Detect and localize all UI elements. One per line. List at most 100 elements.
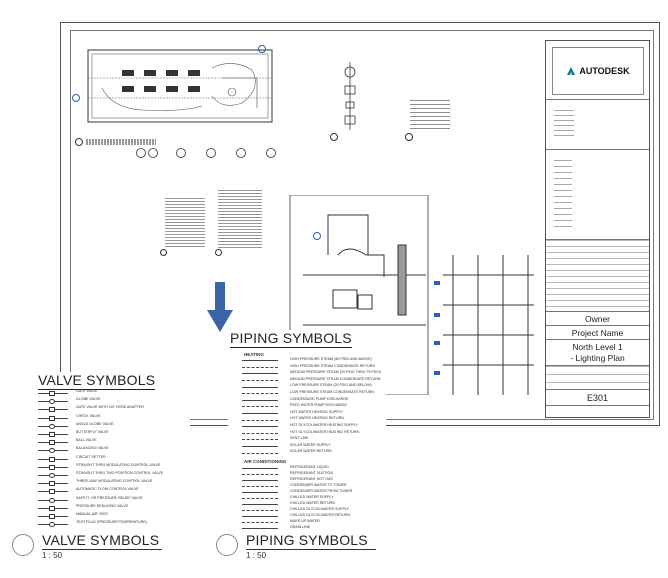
lighting-floor-plan[interactable] bbox=[82, 48, 278, 130]
symbol-line bbox=[242, 413, 278, 415]
valve-symbol-icon bbox=[49, 432, 55, 438]
list-item-label: HOT GLYCOL/WATER HEATING SUPPLY bbox=[290, 423, 359, 427]
symbol-line bbox=[242, 522, 278, 523]
list-item-label: REFRIGERANT LIQUID bbox=[290, 465, 329, 469]
valve-symbol-icon bbox=[49, 522, 55, 528]
symbol-line bbox=[38, 423, 68, 429]
piping-view-label[interactable]: PIPING SYMBOLS 1 : 50 bbox=[246, 532, 376, 560]
symbol-line bbox=[242, 528, 278, 529]
list-item-label: SOLAR WATER SUPPLY bbox=[290, 442, 331, 447]
list-item: CHECK VALVE bbox=[30, 414, 190, 422]
list-item-label: LOW PRESSURE STEAM CONDENSATE RETURN bbox=[290, 390, 374, 394]
mini-piping-schedule[interactable] bbox=[218, 190, 262, 248]
symbol-detail[interactable] bbox=[335, 60, 365, 135]
list-item-label: STRAIGHT-THRU MODULATING CONTROL VALVE bbox=[76, 462, 161, 467]
list-item: MEDIUM PRESSURE STEAM CONDENSATE RETURN bbox=[228, 377, 386, 384]
symbol-line bbox=[242, 446, 278, 448]
list-item: HOT WATER HEATING SUPPLY bbox=[228, 410, 386, 417]
symbol-line bbox=[242, 386, 278, 388]
brand-name: AUTODESK bbox=[579, 66, 630, 76]
valve-symbol-icon bbox=[49, 464, 55, 470]
revision-table bbox=[546, 239, 649, 311]
list-item: BALANCING VALVE bbox=[30, 446, 190, 454]
ac-list: REFRIGERANT LIQUID REFRIGERANT SUCTION REF… bbox=[228, 330, 386, 531]
symbol-line bbox=[242, 510, 278, 511]
title-block-notes bbox=[546, 99, 649, 149]
scale-cell bbox=[546, 405, 649, 419]
list-item-label: CONDENSATE PUMP DISCHARGE bbox=[290, 396, 349, 401]
list-item: THREE-WAY MODULATING CONTROL VALVE bbox=[30, 479, 190, 487]
symbol-line bbox=[38, 514, 68, 520]
list-item-label: DRAIN LINE bbox=[290, 525, 311, 529]
valve-symbol-icon bbox=[49, 514, 55, 520]
list-item: SAFETY OR PRESSURE RELIEF VALVE bbox=[30, 496, 190, 504]
symbol-line bbox=[242, 452, 278, 454]
list-item: DRAIN LINE bbox=[228, 525, 386, 531]
sheet-number-cell: E301 bbox=[546, 389, 649, 405]
title-block[interactable]: AUTODESK Owner Project Name North Level … bbox=[545, 40, 650, 418]
piping-view-title: PIPING SYMBOLS bbox=[246, 532, 368, 548]
ac-section-header: AIR CONDITIONING bbox=[244, 459, 287, 464]
valve-view-underline bbox=[42, 549, 162, 550]
list-item-label: HOT WATER HEATING RETURN bbox=[290, 416, 344, 421]
valve-title: VALVE SYMBOLS bbox=[38, 372, 156, 390]
symbol-line bbox=[242, 380, 278, 382]
floor-plan-drawing bbox=[87, 49, 273, 123]
valve-view-bubble[interactable] bbox=[12, 534, 34, 556]
list-item-label: MAKE-UP WATER bbox=[290, 519, 320, 523]
symbol-line bbox=[242, 406, 278, 408]
symbol-line bbox=[242, 498, 278, 499]
list-item: BUTTERFLY VALVE bbox=[30, 430, 190, 438]
list-item-label: CHILLED WATER RETURN bbox=[290, 501, 335, 505]
piping-view-underline bbox=[246, 549, 376, 550]
list-item-label: TEST PLUG (PRESSURE/TEMPERATURE) bbox=[76, 520, 147, 525]
valve-symbol-icon bbox=[49, 456, 55, 462]
valve-symbol-icon bbox=[49, 489, 55, 495]
list-item: PRESSURE REDUCING VALVE bbox=[30, 504, 190, 512]
list-item: ANGLE GLOBE VALVE bbox=[30, 422, 190, 430]
heating-list: HIGH PRESSURE STEAM (80 PSIG AND ABOVE)H… bbox=[228, 330, 386, 528]
symbol-line bbox=[38, 505, 68, 511]
piping-symbols-panel[interactable]: PIPING SYMBOLS HEATING HIGH PRESSURE STE… bbox=[228, 330, 386, 531]
list-item-label: CHECK VALVE bbox=[76, 413, 101, 418]
symbol-detail-drawing bbox=[344, 62, 356, 130]
symbol-line bbox=[38, 522, 68, 528]
list-item-label: MEDIUM PRESSURE STEAM CONDENSATE RETURN bbox=[290, 376, 381, 381]
symbol-line bbox=[38, 391, 68, 397]
list-item: CHILLED GLYCOL/WATER RETURN bbox=[228, 513, 386, 519]
view-reference-bubble[interactable] bbox=[215, 249, 222, 256]
project-name: Project Name bbox=[571, 328, 624, 338]
blue-marker-icon[interactable] bbox=[258, 45, 266, 53]
list-item-label: REFRIGERANT HOT GAS bbox=[290, 477, 333, 481]
valve-view-scale: 1 : 50 bbox=[42, 551, 63, 560]
mini-valve-schedule[interactable] bbox=[165, 198, 205, 248]
floor-plan-caption bbox=[86, 139, 156, 145]
list-item: CHILLED WATER SUPPLY bbox=[228, 495, 386, 501]
piping-view-bubble[interactable] bbox=[216, 534, 238, 556]
view-reference-bubble[interactable] bbox=[75, 138, 83, 146]
symbol-line bbox=[38, 473, 68, 479]
piping-title: PIPING SYMBOLS bbox=[230, 330, 352, 348]
symbol-line bbox=[38, 489, 68, 495]
symbol-line bbox=[38, 399, 68, 405]
heating-section-header: HEATING bbox=[244, 352, 264, 357]
list-item: HIGH PRESSURE STEAM CONDENSATE RETURN bbox=[228, 364, 386, 371]
list-item: REFRIGERANT HOT GAS bbox=[228, 477, 386, 483]
valve-view-label[interactable]: VALVE SYMBOLS 1 : 50 bbox=[42, 532, 162, 560]
owner-cell: Owner bbox=[546, 311, 649, 325]
list-item-label: REFRIGERANT SUCTION bbox=[290, 471, 333, 475]
list-item-label: CHILLED GLYCOL/WATER SUPPLY bbox=[290, 507, 349, 511]
view-reference-bubble[interactable] bbox=[330, 133, 338, 141]
autodesk-logo: AUTODESK bbox=[552, 47, 644, 95]
valve-symbol-icon bbox=[49, 505, 55, 511]
view-reference-bubble[interactable] bbox=[405, 133, 413, 141]
blue-marker-icon[interactable] bbox=[313, 232, 321, 240]
valve-view-title: VALVE SYMBOLS bbox=[42, 532, 160, 548]
view-reference-bubble[interactable] bbox=[160, 249, 167, 256]
symbol-line bbox=[242, 492, 278, 493]
symbol-line bbox=[38, 448, 68, 454]
down-arrow-icon bbox=[207, 282, 233, 339]
blue-marker-icon[interactable] bbox=[72, 94, 80, 102]
list-item: MAKE-UP WATER bbox=[228, 519, 386, 525]
